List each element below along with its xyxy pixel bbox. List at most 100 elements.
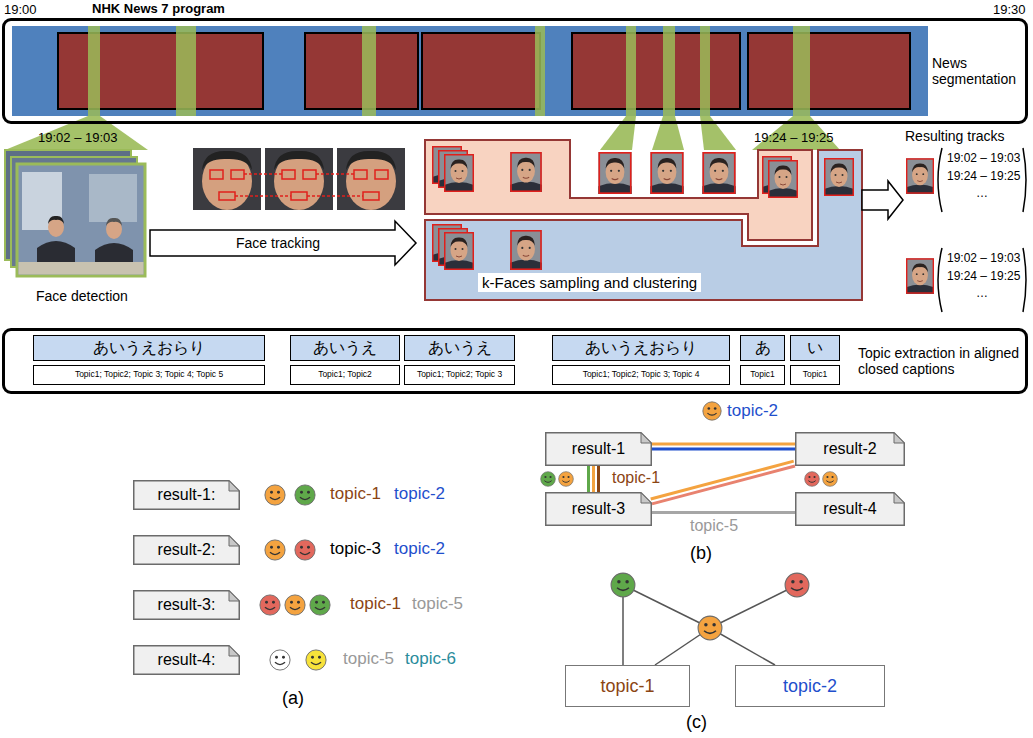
bracket <box>938 248 942 312</box>
node-label: あいうえ <box>313 339 377 357</box>
document-fold <box>641 493 651 503</box>
relation-line <box>652 511 795 514</box>
timeline-bar <box>12 26 928 116</box>
cluster-region <box>425 150 862 300</box>
track-link <box>244 173 282 175</box>
track-time: 19:02 – 19:03 <box>947 252 1020 266</box>
face-thumb <box>510 230 542 270</box>
document-body <box>546 493 652 526</box>
topic-list-box: Topic1; Topic2 <box>290 365 400 385</box>
bracket <box>1023 248 1026 312</box>
news-timeline <box>12 26 928 116</box>
node-label: result-4: <box>158 651 216 669</box>
face-thumb <box>906 158 934 193</box>
track-box <box>303 170 316 179</box>
relation-strand <box>587 466 590 492</box>
relation-strand <box>592 466 595 492</box>
topic-tag: topic-5 <box>412 594 463 614</box>
panel-tag: (c) <box>686 712 707 733</box>
node-label: topic-1 <box>600 676 654 697</box>
document-body <box>134 481 240 510</box>
edge-label: topic-2 <box>727 401 778 421</box>
person-icon <box>260 595 280 615</box>
result-card: result-1: <box>133 480 240 510</box>
graph-link <box>710 585 797 628</box>
track-box <box>219 192 235 200</box>
track-more: … <box>976 287 988 301</box>
face-thumb <box>650 152 683 194</box>
crop-hair <box>202 151 252 170</box>
face-crop <box>193 148 261 210</box>
graph-link <box>623 585 710 628</box>
topic-tag: topic-6 <box>405 649 456 669</box>
crop-ground <box>265 148 333 210</box>
time-mark: 19:30 <box>993 3 1026 18</box>
panel-tag: (a) <box>282 688 304 709</box>
crop-ground <box>337 148 405 210</box>
topic-tag: topic-3 <box>330 539 381 559</box>
node-label: topic-2 <box>783 676 837 697</box>
stage-label: Face detection <box>36 288 128 304</box>
track-box <box>231 170 244 179</box>
person-icon <box>611 573 635 597</box>
document-fold <box>229 591 239 601</box>
relation-line <box>652 448 795 451</box>
node-label: result-1: <box>158 486 216 504</box>
person-icon <box>265 540 285 560</box>
caption-box: い <box>790 335 840 361</box>
stage-label: Face tracking <box>236 235 320 251</box>
person-icon <box>295 485 315 505</box>
node-label: result-2 <box>823 440 876 458</box>
face-strip <box>793 26 810 116</box>
document-body <box>796 493 905 526</box>
studio-screen <box>89 174 137 222</box>
node-label: result-4 <box>823 500 876 518</box>
tracking-marks <box>210 170 388 200</box>
track-box <box>363 192 379 200</box>
track-box <box>210 170 223 179</box>
node-label: result-3 <box>572 500 625 518</box>
section-frame: Topic extraction in aligned closed capti… <box>2 328 1028 394</box>
document-fold <box>229 481 239 491</box>
face-thumb <box>824 158 854 196</box>
track-box <box>375 170 388 179</box>
topic-list-box: Topic1 <box>790 365 840 385</box>
topic-tag: topic-2 <box>394 539 445 559</box>
relation-line <box>652 466 795 504</box>
person-icon <box>270 650 290 670</box>
stage-label: k-Faces sampling and clustering <box>478 273 701 292</box>
relation-line <box>597 466 600 492</box>
crop-hair <box>274 151 324 170</box>
stage-label: Resulting tracks <box>905 128 1005 144</box>
person-icon <box>703 402 721 420</box>
caption-box: あ <box>740 335 785 361</box>
node-label: Topic1; Topic2; Topic 3 <box>417 370 502 380</box>
process-arrow <box>150 221 416 265</box>
news-segment <box>748 33 910 109</box>
result-faces <box>260 485 330 670</box>
caption-box: あいうえおらり <box>33 335 265 361</box>
topic-list-box: Topic1; Topic2; Topic 3 <box>404 365 515 385</box>
node-label: result-2: <box>158 541 216 559</box>
edge-label: topic-5 <box>690 517 738 535</box>
person-icon <box>265 485 285 505</box>
list-brackets <box>938 148 1026 312</box>
edge-label: topic-1 <box>612 469 660 487</box>
person-hair <box>48 216 64 224</box>
document-body <box>546 433 652 466</box>
person-hair <box>106 218 122 226</box>
program-title: NHK News 7 program <box>92 2 225 17</box>
track-link <box>307 195 363 197</box>
person-icon <box>698 616 722 640</box>
node-label: い <box>807 339 823 357</box>
topic-node: topic-2 <box>735 665 885 707</box>
person-icon <box>805 472 820 487</box>
studio-desk <box>19 262 144 275</box>
track-time: 19:24 – 19:25 <box>947 170 1020 184</box>
node-label: あいうえおらり <box>93 339 205 357</box>
document-body <box>796 433 905 466</box>
person-icon <box>310 595 330 615</box>
track-time: 19:02 – 19:03 <box>947 152 1020 166</box>
bracket <box>1023 148 1026 212</box>
caption-box: あいうえ <box>404 335 515 361</box>
